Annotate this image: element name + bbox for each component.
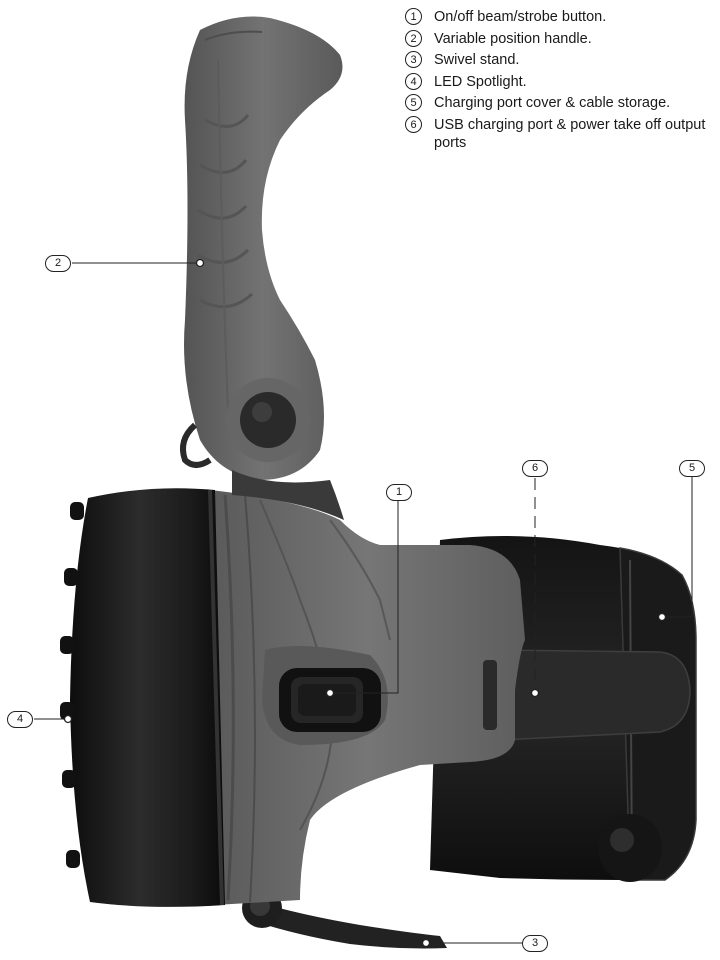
callout-3: 3 <box>522 935 548 952</box>
legend-text: On/off beam/strobe button. <box>434 9 607 25</box>
handle <box>180 16 344 520</box>
legend-number: 1 <box>405 8 422 25</box>
callout-1: 1 <box>386 484 412 501</box>
legend-number: 4 <box>405 72 422 90</box>
legend-text: Swivel stand. <box>434 52 520 68</box>
leader-dots <box>63 258 667 948</box>
power-button-icon <box>279 668 381 732</box>
legend-item: 3 Swivel stand. <box>405 51 717 69</box>
legend-text: Variable position handle. <box>434 30 592 47</box>
legend-item: 6 USB charging port & power take off outp… <box>405 115 717 152</box>
legend-number: 6 <box>405 115 422 133</box>
legend-text: Charging port cover & cable storage. <box>434 95 671 111</box>
callout-4: 4 <box>7 711 33 728</box>
parts-legend: 1 On/off beam/strobe button. 2 Variable po… <box>405 8 717 155</box>
leader-lines <box>34 262 693 944</box>
legend-item: 2 Variable position handle. <box>405 29 717 48</box>
legend-text: LED Spotlight. <box>434 73 527 90</box>
legend-item: 5 Charging port cover & cable storage. <box>405 94 717 112</box>
callout-6: 6 <box>522 460 548 477</box>
legend-number: 3 <box>405 51 422 68</box>
legend-number: 2 <box>405 29 422 47</box>
strap-band <box>499 649 691 741</box>
legend-text: USB charging port & power take off outpu… <box>434 116 706 151</box>
legend-item: 1 On/off beam/strobe button. <box>405 8 717 26</box>
led-spotlight <box>60 488 225 907</box>
callout-5: 5 <box>679 460 705 477</box>
callout-2: 2 <box>45 255 71 272</box>
legend-number: 5 <box>405 94 422 111</box>
legend-item: 4 LED Spotlight. <box>405 72 717 91</box>
